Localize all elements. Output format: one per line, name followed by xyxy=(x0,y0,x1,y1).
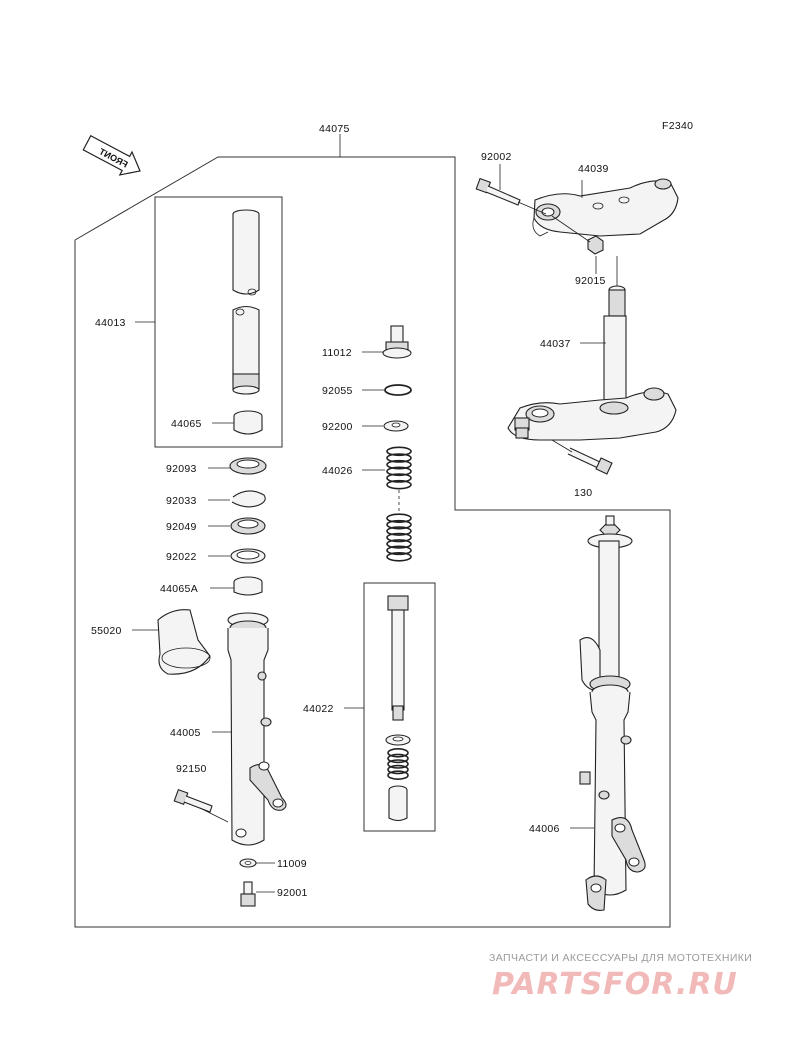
oil-lock-piece-part xyxy=(388,785,408,822)
label-44037: 44037 xyxy=(540,338,571,350)
label-44013: 44013 xyxy=(95,317,126,329)
assembly-frame-44075 xyxy=(74,156,671,928)
label-92150: 92150 xyxy=(176,763,207,775)
label-92093: 92093 xyxy=(166,463,197,475)
label-92055: 92055 xyxy=(322,385,353,397)
label-92033: 92033 xyxy=(166,495,197,507)
label-92001: 92001 xyxy=(277,887,308,899)
damper-rod-part xyxy=(385,595,411,746)
label-55020: 55020 xyxy=(91,625,122,637)
label-92200: 92200 xyxy=(322,421,353,433)
bottom-bolt-part xyxy=(240,881,256,907)
label-44065: 44065 xyxy=(171,418,202,430)
label-11012: 11012 xyxy=(322,347,352,359)
label-44075: 44075 xyxy=(319,123,350,135)
damper-rod-box xyxy=(363,582,436,832)
label-92002: 92002 xyxy=(481,151,512,163)
inner-tube-box xyxy=(154,196,283,448)
label-44005: 44005 xyxy=(170,727,201,739)
label-11009: 11009 xyxy=(277,858,307,870)
watermark-brand: PARTSFOR.RU xyxy=(492,967,738,1002)
label-44039: 44039 xyxy=(578,163,609,175)
rebound-spring-part xyxy=(387,747,409,781)
bracket-nut-part xyxy=(587,235,604,255)
steering-stem-part xyxy=(507,285,677,441)
inner-tube-part xyxy=(232,209,260,395)
circlip-part xyxy=(231,490,266,508)
upper-bracket-part xyxy=(532,178,679,237)
bracket-bolt-part xyxy=(475,177,521,206)
fork-assembly-right-part xyxy=(579,515,646,911)
label-44026: 44026 xyxy=(322,465,353,477)
oil-seal-part xyxy=(230,517,266,535)
o-ring-part xyxy=(384,384,412,396)
outer-tube-left-part xyxy=(227,612,287,846)
label-130: 130 xyxy=(574,487,592,499)
guide-bushing-part xyxy=(233,576,263,596)
label-44065A: 44065A xyxy=(160,583,198,595)
bushing-part xyxy=(233,410,263,435)
label-44006: 44006 xyxy=(529,823,560,835)
fork-spring-part xyxy=(386,446,412,562)
washer-part xyxy=(230,548,266,564)
spring-washer-part xyxy=(383,420,409,432)
axle-clamp-bolt-part xyxy=(173,788,213,813)
gasket-part xyxy=(239,858,257,868)
fork-guard-part xyxy=(157,609,211,675)
dust-seal-part xyxy=(229,457,267,475)
label-44022: 44022 xyxy=(303,703,334,715)
cap-bolt-part xyxy=(382,325,412,359)
diagram-code: F2340 xyxy=(662,120,693,132)
label-92015: 92015 xyxy=(575,275,606,287)
stem-clamp-bolt-part xyxy=(567,447,613,475)
label-92049: 92049 xyxy=(166,521,197,533)
label-92022: 92022 xyxy=(166,551,197,563)
watermark-tagline: ЗАПЧАСТИ И АКСЕССУАРЫ ДЛЯ МОТОТЕХНИКИ xyxy=(489,952,752,964)
front-arrow-icon: FRONT xyxy=(82,134,141,176)
